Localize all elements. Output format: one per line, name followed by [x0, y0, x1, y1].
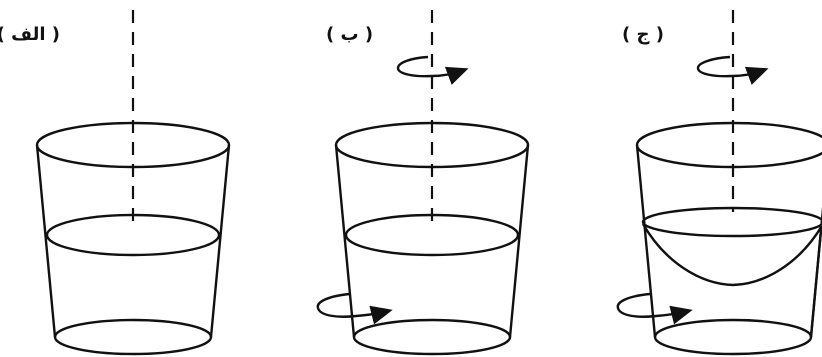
beaker-base — [653, 318, 813, 356]
beaker-wall-left — [635, 144, 657, 338]
panel-c: ( ج ) — [616, 10, 822, 356]
beaker-base — [53, 318, 213, 356]
curved-rotation-arrow-icon — [316, 292, 393, 325]
panel-a-label: ( الف ) — [0, 24, 60, 45]
beaker-base — [352, 318, 512, 356]
curved-rotation-arrow-icon — [696, 55, 769, 85]
water-surface — [344, 213, 520, 257]
beaker-wall-left — [35, 144, 57, 338]
curved-rotation-arrow-icon — [616, 292, 693, 325]
panel-b-label: ( ب ) — [326, 24, 373, 45]
curved-rotation-arrow-icon — [396, 55, 469, 85]
beaker-wall-left — [334, 144, 356, 338]
panel-b: ( ب ) — [316, 10, 530, 356]
beaker-wall-right — [209, 144, 231, 338]
water-surface — [45, 213, 221, 257]
water-surface-rim — [641, 206, 822, 238]
panel-a: ( الف ) — [0, 10, 231, 356]
beaker-wall-right — [508, 144, 530, 338]
panel-c-label: ( ج ) — [622, 24, 664, 45]
water-surface-paraboloid — [641, 223, 822, 287]
beaker-rim — [635, 121, 822, 169]
beaker-wall-right-visible — [809, 229, 822, 338]
